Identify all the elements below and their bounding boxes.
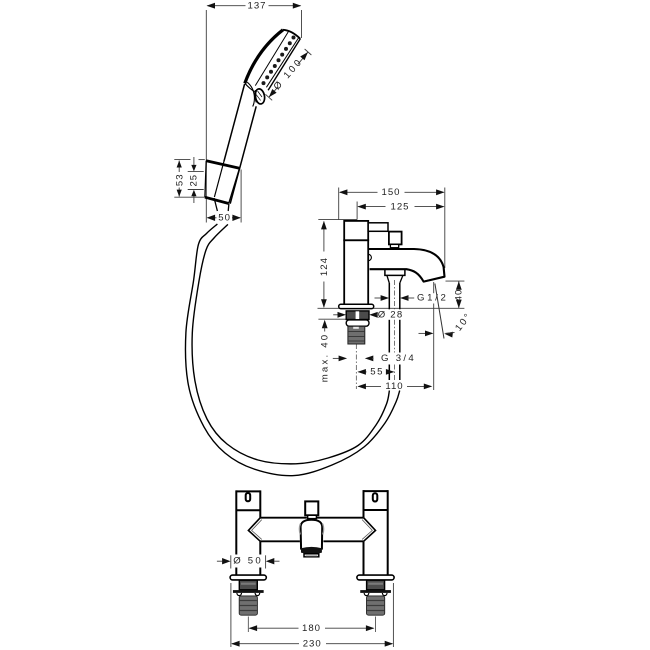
svg-text:124: 124 bbox=[319, 257, 330, 276]
svg-text:50: 50 bbox=[218, 213, 231, 224]
svg-text:Ø 50: Ø 50 bbox=[233, 556, 263, 567]
svg-text:G1/2: G1/2 bbox=[417, 293, 449, 304]
svg-text:53: 53 bbox=[175, 173, 186, 186]
svg-text:25: 25 bbox=[188, 174, 199, 187]
svg-text:125: 125 bbox=[390, 201, 409, 212]
svg-text:150: 150 bbox=[381, 187, 400, 198]
svg-text:137: 137 bbox=[247, 0, 266, 11]
svg-text:G 3/4: G 3/4 bbox=[381, 353, 416, 364]
svg-text:55: 55 bbox=[370, 367, 384, 378]
svg-text:max. 40: max. 40 bbox=[319, 333, 330, 383]
svg-text:110: 110 bbox=[385, 381, 403, 392]
svg-text:40: 40 bbox=[454, 289, 465, 302]
svg-text:Ø 28: Ø 28 bbox=[378, 309, 404, 320]
svg-text:180: 180 bbox=[302, 623, 321, 634]
svg-text:230: 230 bbox=[303, 638, 322, 649]
